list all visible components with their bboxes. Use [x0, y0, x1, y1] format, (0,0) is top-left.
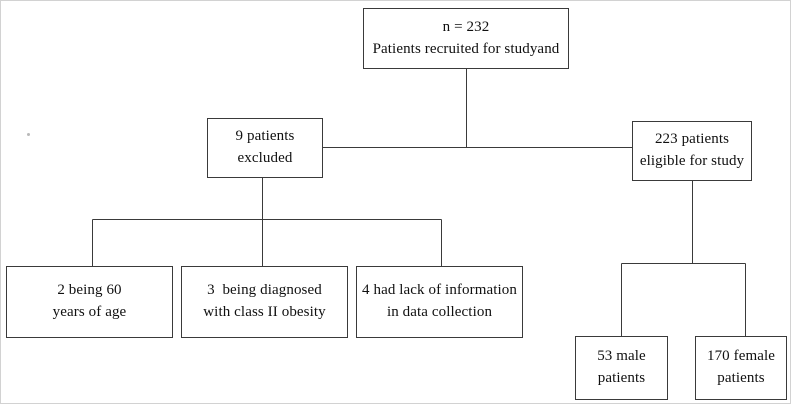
node-patients-eligible: 223 patients eligible for study: [632, 121, 752, 181]
node-male-patients: 53 male patients: [575, 336, 668, 400]
node-patients-recruited-line1: n = 232: [442, 18, 490, 35]
node-male-patients-line2: patients: [597, 370, 646, 386]
node-female-patients-line2: patients: [717, 370, 765, 386]
node-male-patients-line1: 53 male: [597, 348, 646, 365]
node-exclusion-data: 4 had lack of information in data collec…: [356, 266, 523, 338]
node-patients-recruited: n = 232 Patients recruited for studyand: [363, 8, 569, 69]
node-patients-eligible-line1: 223 patients: [654, 131, 730, 148]
node-exclusion-age: 2 being 60 years of age: [6, 266, 173, 338]
node-exclusion-age-line2: years of age: [52, 304, 127, 320]
node-patients-eligible-line2: eligible for study: [639, 153, 745, 169]
node-patients-recruited-line2: Patients recruited for studyand: [372, 40, 560, 57]
node-female-patients: 170 female patients: [695, 336, 787, 400]
scan-artifact-speck: [27, 133, 30, 136]
node-exclusion-age-line1: 2 being 60: [57, 282, 122, 299]
node-exclusion-data-line1: 4 had lack of information: [362, 282, 517, 299]
node-female-patients-line1: 170 female: [706, 348, 776, 365]
node-patients-excluded-line2: excluded: [237, 150, 293, 166]
node-patients-excluded-line1: 9 patients: [235, 128, 295, 145]
node-exclusion-obesity: 3 being diagnosed with class II obesity: [181, 266, 348, 338]
node-exclusion-obesity-line1: 3 being diagnosed: [207, 282, 322, 299]
node-exclusion-data-line2: in data collection: [386, 304, 493, 320]
node-exclusion-obesity-line2: with class II obesity: [203, 304, 326, 320]
node-patients-excluded: 9 patients excluded: [207, 118, 323, 178]
